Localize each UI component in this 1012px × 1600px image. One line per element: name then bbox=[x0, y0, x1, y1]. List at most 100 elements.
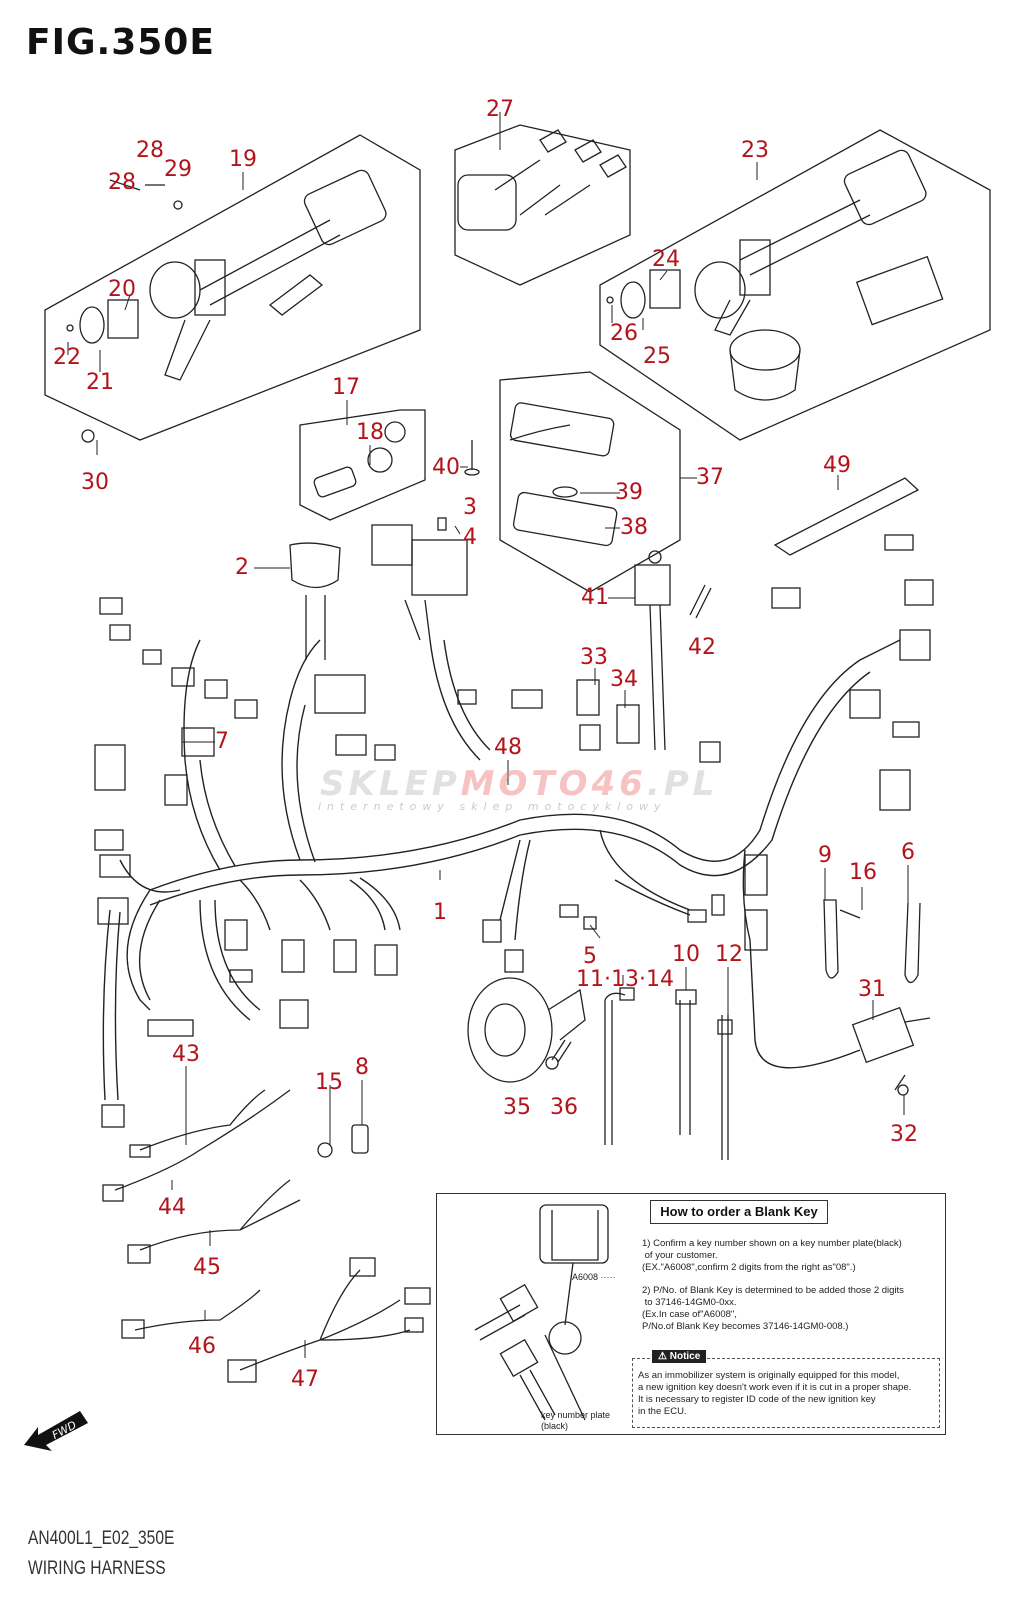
leader-lines bbox=[67, 112, 909, 1358]
callout-39[interactable]: 39 bbox=[615, 480, 643, 505]
main-harness-1 bbox=[102, 639, 901, 1101]
callout-22[interactable]: 22 bbox=[53, 345, 81, 370]
callout-47[interactable]: 47 bbox=[291, 1367, 319, 1392]
callout-2[interactable]: 2 bbox=[235, 555, 249, 580]
callout-36[interactable]: 36 bbox=[550, 1095, 578, 1120]
callout-41[interactable]: 41 bbox=[581, 585, 609, 610]
clip-12 bbox=[717, 1019, 733, 1035]
figure-code: AN400L1_E02_350E bbox=[28, 1528, 175, 1549]
callout-40[interactable]: 40 bbox=[432, 455, 460, 480]
callout-32[interactable]: 32 bbox=[890, 1122, 918, 1147]
callout-18[interactable]: 18 bbox=[356, 420, 384, 445]
callout-42[interactable]: 42 bbox=[688, 635, 716, 660]
group-37-outline bbox=[499, 371, 681, 593]
ecu-37 bbox=[509, 402, 618, 547]
callout-48[interactable]: 48 bbox=[494, 735, 522, 760]
callout-1[interactable]: 1 bbox=[433, 900, 447, 925]
key-plate-code: A6008 ····· bbox=[572, 1272, 616, 1282]
watermark-part-d: .PL bbox=[646, 764, 719, 804]
group-27-outline bbox=[454, 124, 631, 286]
callout-43[interactable]: 43 bbox=[172, 1042, 200, 1067]
callout-7[interactable]: 7 bbox=[215, 729, 229, 754]
callout-49[interactable]: 49 bbox=[823, 453, 851, 478]
blank-key-step-1: 1) Confirm a key number shown on a key n… bbox=[642, 1238, 902, 1273]
key-plate-illustration bbox=[474, 1204, 609, 1421]
callout-25[interactable]: 25 bbox=[643, 344, 671, 369]
callout-46[interactable]: 46 bbox=[188, 1334, 216, 1359]
ignition-switch-23 bbox=[606, 149, 944, 401]
callout-16[interactable]: 16 bbox=[849, 860, 877, 885]
callout-23[interactable]: 23 bbox=[741, 138, 769, 163]
notice-text: As an immobilizer system is originally e… bbox=[638, 1370, 912, 1417]
switch-31 bbox=[851, 1006, 931, 1064]
fwd-label: FWD bbox=[50, 1418, 79, 1442]
callout-24[interactable]: 24 bbox=[652, 247, 680, 272]
callout-19[interactable]: 19 bbox=[229, 147, 257, 172]
notice-box bbox=[632, 1358, 940, 1428]
callout-29[interactable]: 29 bbox=[164, 157, 192, 182]
watermark: SKLEPMOTO46.PL bbox=[320, 764, 718, 804]
switch-41 bbox=[634, 550, 671, 751]
watermark-subtitle: internetowy sklep motocyklowy bbox=[318, 800, 667, 813]
screw-40 bbox=[464, 440, 480, 476]
callout-33[interactable]: 33 bbox=[580, 645, 608, 670]
horn-35 bbox=[467, 977, 586, 1083]
callout-17[interactable]: 17 bbox=[332, 375, 360, 400]
callout-8[interactable]: 8 bbox=[355, 1055, 369, 1080]
callout-37[interactable]: 37 bbox=[696, 465, 724, 490]
sub-harness-46 bbox=[134, 1289, 261, 1331]
watermark-part-c: 46 bbox=[591, 764, 647, 804]
sub-harness-45 bbox=[139, 1179, 301, 1251]
group-19-outline bbox=[44, 134, 421, 441]
cable-tie-10 bbox=[679, 1000, 691, 1135]
callout-45[interactable]: 45 bbox=[193, 1255, 221, 1280]
bolt-15 bbox=[317, 1142, 333, 1158]
coupler-2 bbox=[289, 542, 341, 660]
key-number-plate-label: key number plate (black) bbox=[541, 1410, 611, 1431]
callout-21[interactable]: 21 bbox=[86, 370, 114, 395]
figure-name: WIRING HARNESS bbox=[28, 1558, 166, 1579]
callout-3[interactable]: 3 bbox=[463, 495, 477, 520]
callout-11-13-14[interactable]: 11·13·14 bbox=[576, 967, 674, 992]
callout-30[interactable]: 30 bbox=[81, 470, 109, 495]
screw-16 bbox=[839, 909, 861, 919]
blank-key-info-box bbox=[436, 1193, 946, 1435]
sub-harness-43 bbox=[139, 1089, 266, 1151]
callout-6[interactable]: 6 bbox=[901, 840, 915, 865]
callout-26[interactable]: 26 bbox=[610, 321, 638, 346]
callout-34[interactable]: 34 bbox=[610, 667, 638, 692]
figure-title: FIG.350E bbox=[26, 22, 215, 63]
callout-44[interactable]: 44 bbox=[158, 1195, 186, 1220]
part-49-strip bbox=[773, 477, 920, 556]
callout-20[interactable]: 20 bbox=[108, 277, 136, 302]
bolt-36 bbox=[545, 1039, 572, 1070]
bolt-32 bbox=[894, 1074, 909, 1096]
group-17-outline bbox=[299, 409, 426, 521]
accessory-socket-18 bbox=[313, 421, 406, 498]
callout-27[interactable]: 27 bbox=[486, 97, 514, 122]
clip-10 bbox=[675, 989, 697, 1005]
watermark-part-b: MOTO bbox=[460, 764, 592, 804]
callout-31[interactable]: 31 bbox=[858, 977, 886, 1002]
callout-35[interactable]: 35 bbox=[503, 1095, 531, 1120]
callout-12[interactable]: 12 bbox=[715, 942, 743, 967]
blank-key-title: How to order a Blank Key bbox=[650, 1200, 828, 1224]
connectors bbox=[94, 534, 934, 1128]
junction-box bbox=[371, 524, 468, 641]
watermark-part-a: SKLEP bbox=[320, 764, 461, 804]
callout-38[interactable]: 38 bbox=[620, 515, 648, 540]
fuse-3-4 bbox=[437, 517, 447, 531]
callout-28-upper[interactable]: 28 bbox=[136, 138, 164, 163]
callout-28-lower[interactable]: 28 bbox=[108, 170, 136, 195]
callout-9[interactable]: 9 bbox=[818, 843, 832, 868]
callout-5[interactable]: 5 bbox=[583, 944, 597, 969]
key-set-27 bbox=[457, 129, 627, 231]
bracket-9 bbox=[823, 899, 839, 979]
callout-15[interactable]: 15 bbox=[315, 1070, 343, 1095]
forward-arrow-icon: FWD bbox=[24, 1411, 88, 1451]
cable-tie-11 bbox=[604, 992, 626, 1145]
callout-4[interactable]: 4 bbox=[463, 525, 477, 550]
sub-harness-47 bbox=[239, 1269, 411, 1371]
callout-10[interactable]: 10 bbox=[672, 942, 700, 967]
